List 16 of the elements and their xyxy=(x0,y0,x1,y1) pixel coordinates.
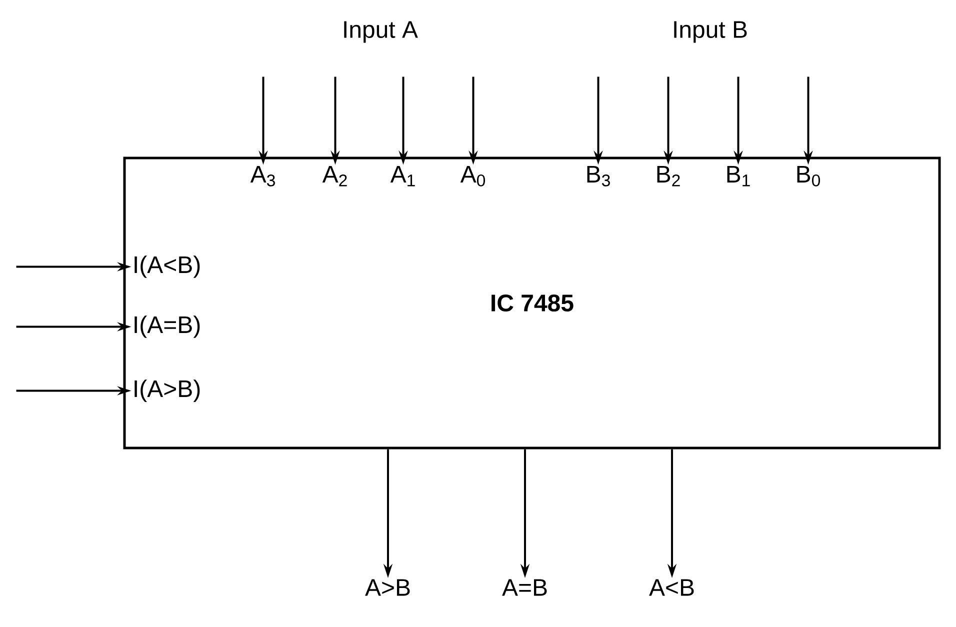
pin-label: B$_{2}$ xyxy=(657,166,680,186)
output-label: A>B xyxy=(365,579,410,596)
pin-label: A$_{2}$ xyxy=(322,166,347,186)
pin-label: I(A>B) xyxy=(134,380,200,402)
pin-label: A$_{0}$ xyxy=(460,166,486,186)
pin-label: B$_{3}$ xyxy=(587,166,610,186)
pin-label: A$_{1}$ xyxy=(390,166,415,186)
output-label: A=B xyxy=(502,579,547,596)
input-label: Input B xyxy=(674,21,747,43)
pin-label: I(A<B) xyxy=(134,256,200,278)
pin-label: B$_{1}$ xyxy=(727,166,750,186)
pin-label: I(A=B) xyxy=(134,316,200,338)
input-label: Input A xyxy=(344,21,418,43)
output-label: A<B xyxy=(649,579,694,596)
pin-label: B$_{0}$ xyxy=(797,166,820,186)
pin-label: A$_{3}$ xyxy=(250,166,275,186)
